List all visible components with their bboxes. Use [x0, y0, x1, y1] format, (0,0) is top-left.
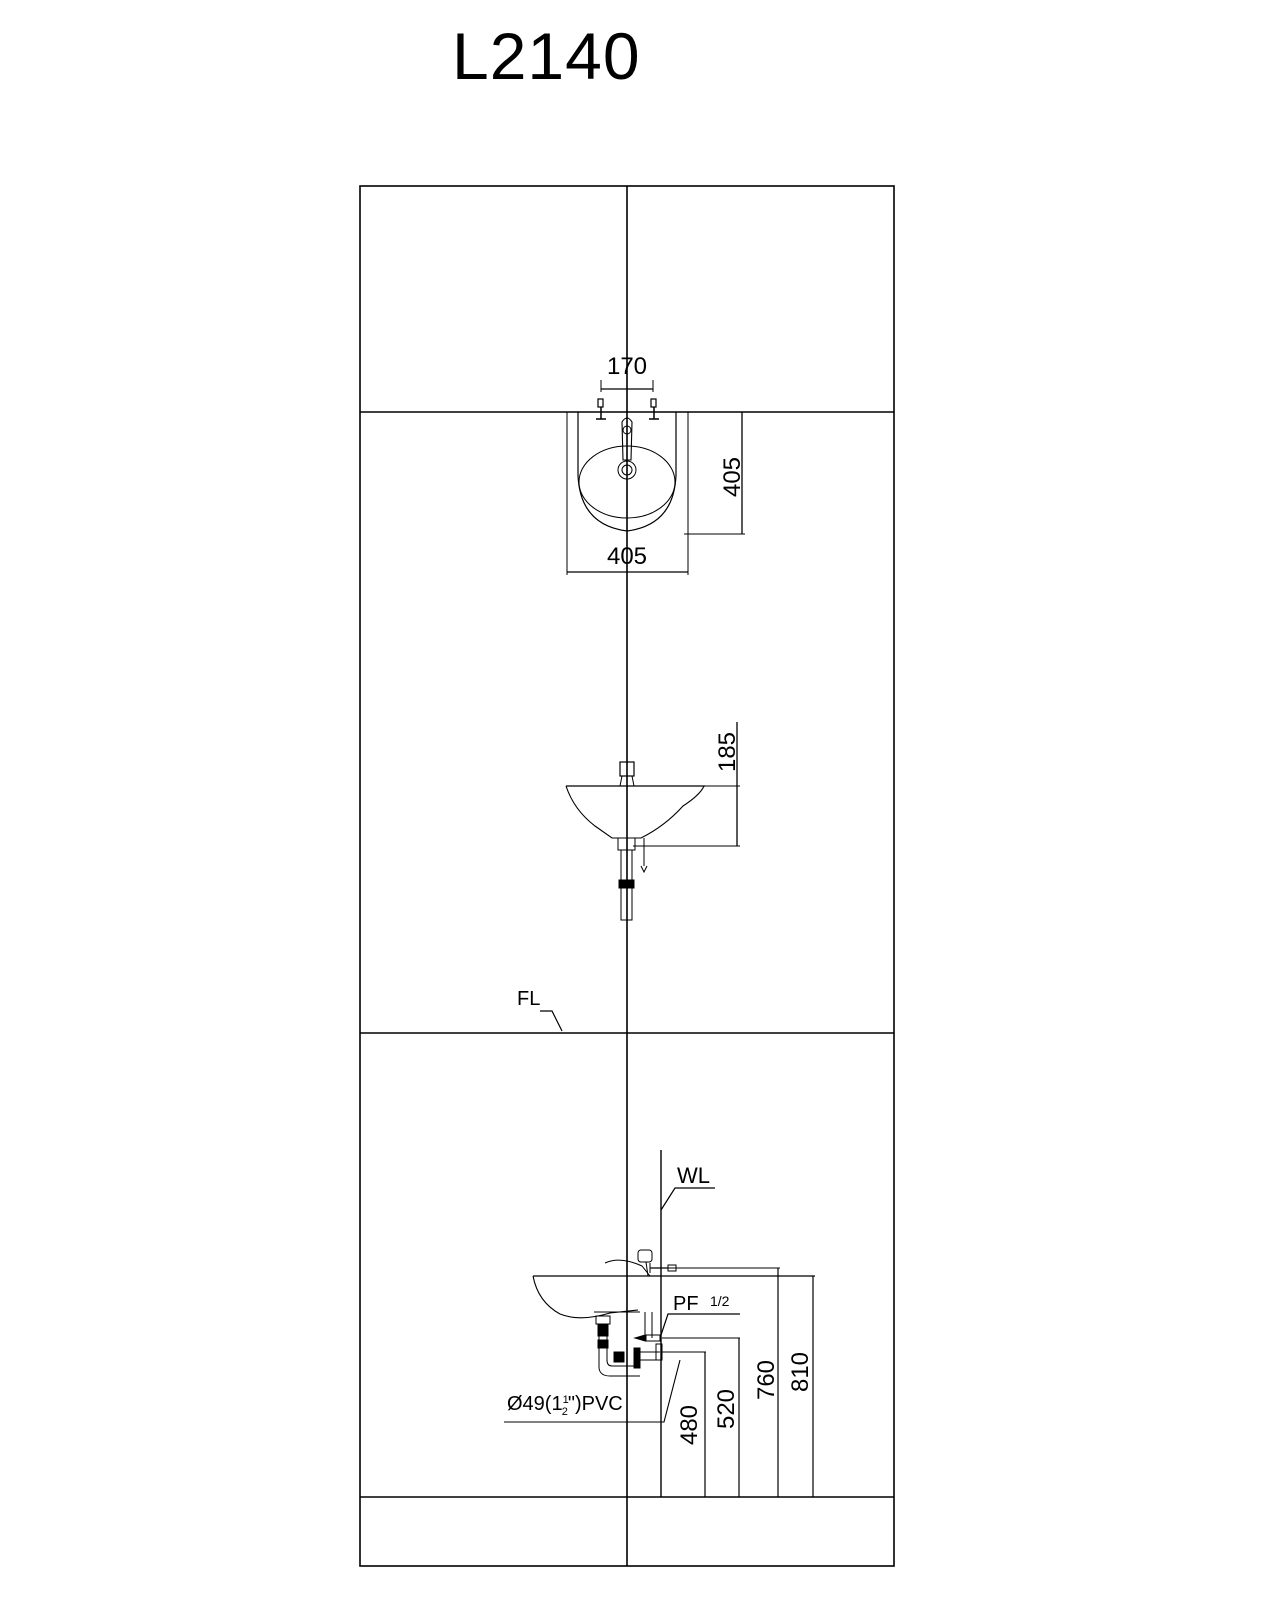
- front-height-dim: 185: [714, 732, 741, 772]
- dim-480: 480: [676, 1405, 703, 1445]
- floor-label: FL: [517, 988, 540, 1010]
- supply-label: PF: [673, 1293, 699, 1315]
- top-depth-dim: 405: [719, 457, 746, 497]
- front-view: 185: [565, 722, 741, 921]
- side-view: WL PF 1/2 Ø49(11: [504, 1150, 815, 1497]
- supply-size: 1/2: [710, 1293, 730, 1309]
- dim-760: 760: [753, 1360, 780, 1400]
- top-view: 170 405 405: [566, 353, 746, 575]
- model-title: L2140: [452, 19, 641, 93]
- floor-line-label: FL: [517, 988, 563, 1032]
- wall-label: WL: [677, 1163, 710, 1188]
- drawing-frame: [359, 185, 895, 1567]
- tap-spacing-dim: 170: [607, 353, 647, 380]
- top-width-dim: 405: [607, 543, 647, 570]
- dim-810: 810: [787, 1352, 814, 1392]
- dim-520: 520: [713, 1389, 740, 1429]
